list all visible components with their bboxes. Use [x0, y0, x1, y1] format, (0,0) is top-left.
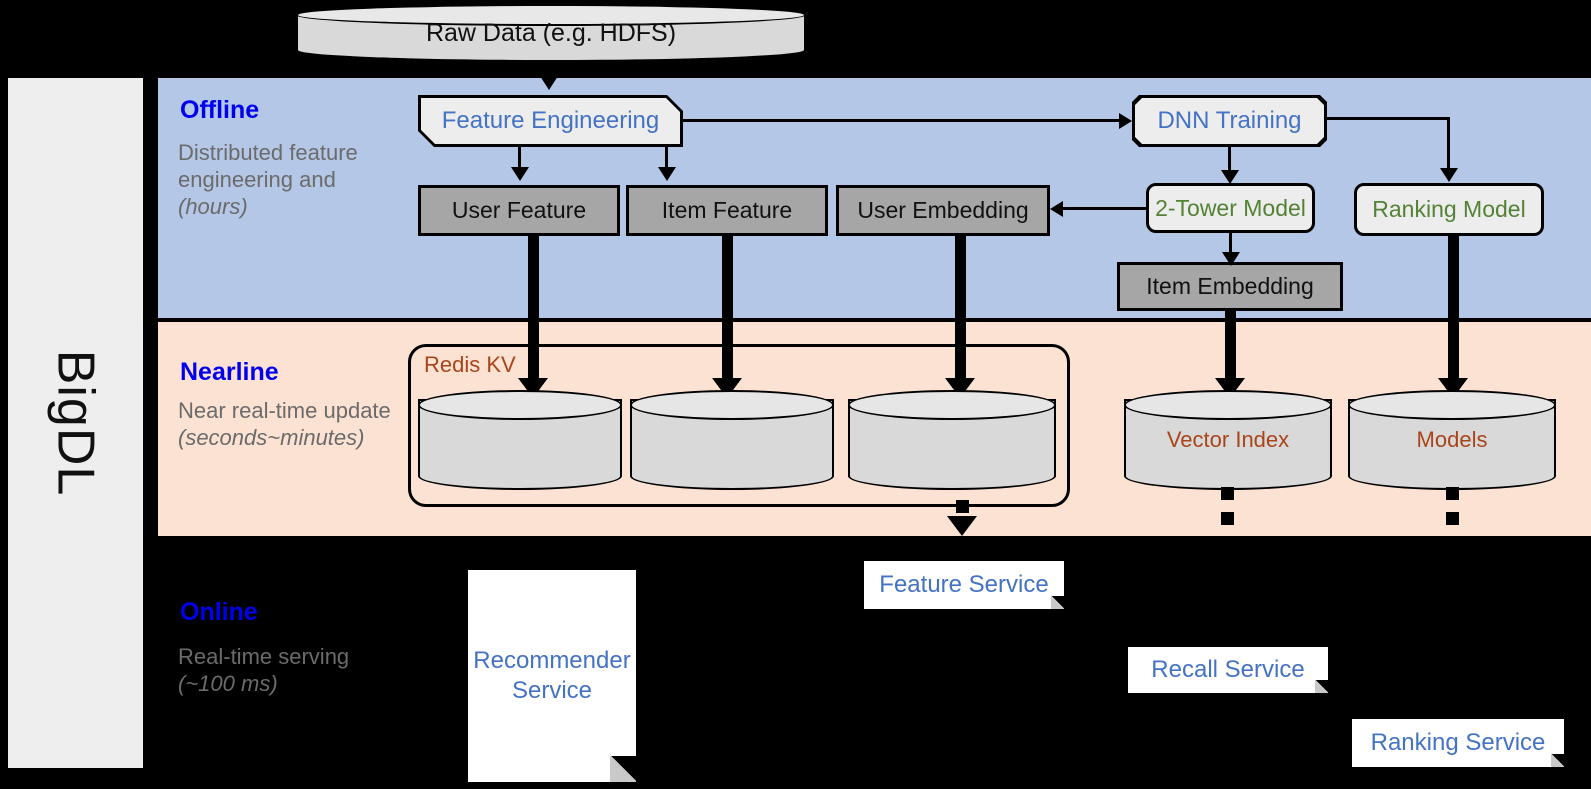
connector-rankingmodel-models — [1448, 236, 1459, 384]
arrowhead-twotower-userembedding — [1050, 201, 1063, 217]
connector-fe-itemfeature — [665, 147, 668, 169]
connector-models-ranking-dash1 — [1446, 487, 1459, 500]
connector-vectorindex-recall-dash1 — [1221, 487, 1234, 500]
arrowhead-rawdata-fe — [540, 76, 558, 90]
connector-fe-userfeature — [518, 147, 521, 169]
node-user-feature-label: User Feature — [451, 197, 587, 223]
connector-dnn-ranking-vertical — [1447, 117, 1450, 173]
models-top — [1348, 390, 1556, 420]
models-label: Models — [1416, 427, 1488, 452]
node-item-feature[interactable]: Item Feature — [626, 185, 828, 236]
store-user-embedding-cylinder[interactable] — [848, 390, 1056, 490]
arrowhead-fe-userfeature — [511, 167, 529, 181]
offline-subtitle-emphasis: (hours) — [178, 193, 248, 219]
connector-rawdata-fe — [548, 62, 552, 84]
offline-band-subtitle: Distributed feature engineering and (hou… — [178, 140, 378, 220]
nearline-band-title: Nearline — [180, 358, 279, 386]
document-fold-icon — [1551, 754, 1564, 767]
connector-userembedding-store — [955, 236, 966, 384]
connector-twotower-userembedding — [1063, 207, 1148, 210]
vector-index-top — [1124, 390, 1332, 420]
node-2-tower-model-label: 2-Tower Model — [1155, 194, 1306, 221]
arrowhead-twotower-itemembedding — [1222, 252, 1240, 266]
raw-data-cylinder: Raw Data (e.g. HDFS) — [296, 4, 806, 62]
store-item-feature-label — [630, 390, 834, 490]
store-user-embedding-label — [848, 390, 1056, 490]
offline-band-title: Offline — [180, 96, 260, 124]
models-cylinder[interactable]: Models — [1348, 390, 1556, 490]
vector-index-cylinder[interactable]: Vector Index — [1124, 390, 1332, 490]
node-feature-service[interactable]: Feature Service — [864, 561, 1064, 609]
offline-subtitle-text: Distributed feature engineering and — [178, 140, 358, 192]
online-subtitle-text: Real-time serving — [178, 644, 350, 669]
redis-kv-container — [408, 344, 1070, 507]
node-user-feature[interactable]: User Feature — [418, 185, 620, 236]
raw-data-cylinder-top — [296, 4, 806, 26]
arrowhead-fe-itemfeature — [658, 167, 676, 181]
node-recommender-service-label: Recommender Service — [473, 647, 631, 704]
online-band-title: Online — [180, 598, 258, 626]
document-fold-icon — [1051, 596, 1064, 609]
connector-dnn-ranking-horizontal — [1327, 117, 1450, 120]
node-feature-engineering-label: Feature Engineering — [421, 98, 680, 144]
online-band-subtitle: Real-time serving (~100 ms) — [178, 644, 388, 698]
arrowhead-dnn-ranking — [1440, 168, 1458, 182]
nearline-subtitle-text: Near real-time update — [178, 398, 391, 423]
redis-kv-label: Redis KV — [424, 352, 516, 377]
connector-itemfeature-store — [722, 236, 733, 384]
node-user-embedding-label: User Embedding — [857, 197, 1029, 223]
store-user-feature-label — [418, 390, 622, 490]
node-recall-service-label: Recall Service — [1151, 656, 1305, 683]
node-feature-service-label: Feature Service — [879, 571, 1049, 598]
node-recommender-service[interactable]: Recommender Service — [468, 570, 636, 782]
node-item-embedding-label: Item Embedding — [1146, 273, 1314, 299]
connector-vectorindex-recall-dash2 — [1221, 512, 1234, 525]
store-user-feature-cylinder[interactable] — [418, 390, 622, 490]
vector-index-label: Vector Index — [1166, 427, 1290, 452]
node-recall-service[interactable]: Recall Service — [1128, 647, 1328, 693]
store-user-embedding-top — [848, 390, 1056, 420]
connector-dnn-twotower — [1228, 147, 1231, 175]
node-dnn-training[interactable]: DNN Training — [1132, 95, 1327, 147]
node-feature-engineering[interactable]: Feature Engineering — [418, 95, 683, 147]
node-ranking-model[interactable]: Ranking Model — [1354, 183, 1544, 236]
node-user-embedding[interactable]: User Embedding — [836, 185, 1050, 236]
store-user-feature-top — [418, 390, 622, 420]
connector-fe-dnn — [683, 119, 1119, 122]
connector-userfeature-store — [528, 236, 539, 384]
node-item-embedding[interactable]: Item Embedding — [1117, 262, 1343, 311]
online-subtitle-emphasis: (~100 ms) — [178, 670, 278, 696]
node-ranking-service[interactable]: Ranking Service — [1352, 719, 1564, 767]
connector-models-ranking-dash2 — [1446, 512, 1459, 525]
node-ranking-model-label: Ranking Model — [1372, 196, 1526, 222]
node-dnn-training-label: DNN Training — [1135, 98, 1324, 144]
connector-twotower-itemembedding — [1229, 233, 1232, 259]
bigdl-framework-rail: BigDL — [8, 78, 143, 768]
raw-data-label: Raw Data (e.g. HDFS) — [425, 18, 677, 47]
arrowhead-dnn-twotower — [1221, 170, 1239, 184]
arrowhead-fe-dnn — [1119, 113, 1132, 129]
document-fold-icon — [610, 756, 636, 782]
store-item-feature-top — [630, 390, 834, 420]
connector-itemembedding-vectorindex — [1225, 311, 1236, 384]
node-ranking-service-label: Ranking Service — [1370, 729, 1546, 756]
node-item-feature-label: Item Feature — [661, 197, 793, 223]
document-fold-icon — [1315, 680, 1328, 693]
nearline-subtitle-emphasis: (seconds~minutes) — [178, 424, 365, 450]
nearline-band-subtitle: Near real-time update (seconds~minutes) — [178, 398, 408, 452]
arrowhead-redis-featureservice — [947, 516, 977, 536]
node-2-tower-model[interactable]: 2-Tower Model — [1146, 183, 1315, 233]
connector-redis-featureservice-dash1 — [956, 500, 969, 513]
store-item-feature-cylinder[interactable] — [630, 390, 834, 490]
